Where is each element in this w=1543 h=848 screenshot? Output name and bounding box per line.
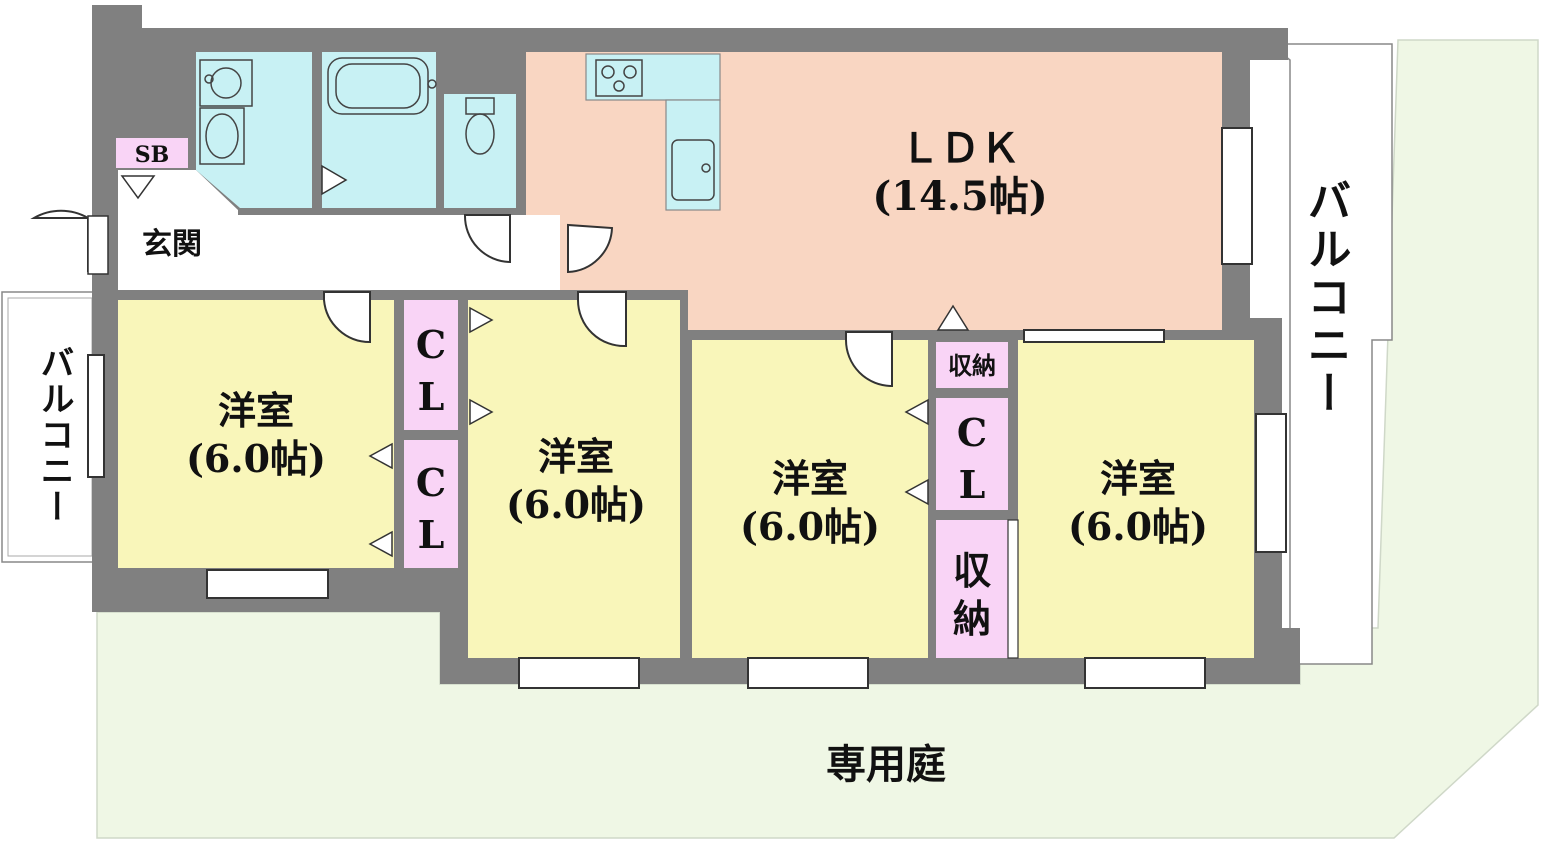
closet-1-label-l: L [418,374,445,419]
closet-3-label-l: L [959,462,986,507]
western-room-3-label: 洋室 [772,456,848,501]
front-door [30,209,89,272]
balcony-right-label: バルコニー [1300,178,1351,418]
western-room-4-size: (6.0帖) [1068,504,1208,549]
kitchen-counter [585,53,721,101]
sliding-door-marker [936,304,970,331]
window [518,657,640,689]
sliding-door-marker [120,175,156,200]
toilet-icon [465,97,495,155]
window [206,569,329,599]
balcony-right-area [1267,43,1393,665]
storage-2-area [936,520,1008,658]
window [1255,413,1287,553]
washroom-area [196,52,312,208]
washbasin-icon [199,107,245,165]
western-room-1-area [118,300,394,568]
balcony-left-label: バルコニー [34,345,74,525]
sliding-door-marker [321,164,348,196]
sliding-door-marker [469,398,494,426]
storage-1-area [936,342,1008,388]
western-room-3-size: (6.0帖) [740,504,880,549]
window [1084,657,1206,689]
window [87,354,105,478]
closet-2-label-c: C [416,460,446,505]
western-room-1-label: 洋室 [218,388,294,433]
storage-2-label-1: 収 [953,548,991,593]
sliding-door-marker [904,398,929,426]
closet-2-area [404,440,458,568]
gas-stove-icon [595,59,643,97]
storage-2-label-2: 納 [953,596,991,641]
garden-label: 専用庭 [826,741,946,788]
door [567,223,614,274]
closet-3-area [936,398,1008,510]
western-room-3-area [692,340,928,658]
shoe-box-area [116,138,188,168]
western-room-4-label: 洋室 [1100,456,1176,501]
window [1221,127,1253,265]
sliding-door-marker [368,530,393,558]
toilet-area [444,94,516,208]
door [463,214,511,264]
ldk-size: (14.5帖) [872,173,1047,220]
door [845,331,893,388]
window [1023,329,1165,343]
shoe-box-label: SB [135,142,169,168]
closet-2-label-l: L [418,512,445,557]
washing-machine-icon [199,59,253,107]
window [747,657,869,689]
closet-1-label-c: C [416,322,446,367]
western-room-2-label: 洋室 [538,434,614,479]
ldk-label: ＬＤＫ [900,125,1020,172]
storage-1-label: 収納 [948,351,996,380]
western-room-4-area [1018,340,1254,658]
western-room-2-size: (6.0帖) [506,482,646,527]
hallway [238,215,560,290]
western-room-2-area [468,300,680,658]
bathtub-icon [327,57,437,115]
sliding-door-marker [368,442,393,470]
entrance-label: 玄関 [142,227,202,262]
sliding-door-marker [904,478,929,506]
entrance-area [118,170,238,290]
sliding-door-marker [469,306,494,334]
door [576,291,627,348]
western-room-1-size: (6.0帖) [186,436,326,481]
kitchen-sink-icon [671,139,715,201]
closet-1-area [404,300,458,430]
door [323,291,371,344]
closet-3-label-c: C [957,410,987,455]
